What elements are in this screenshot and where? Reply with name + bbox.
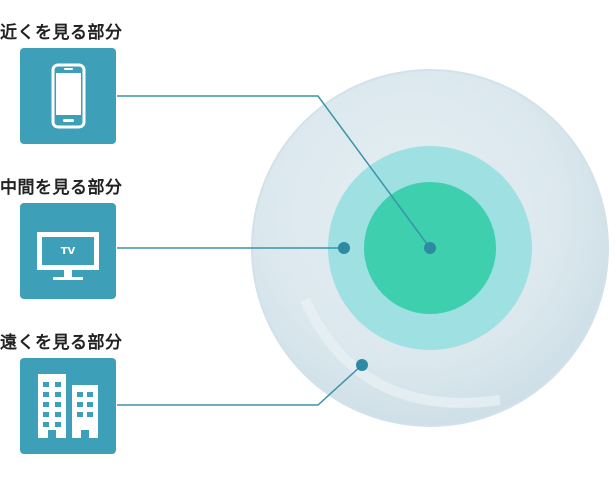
section-middle-label: 中間を見る部分 <box>0 178 123 198</box>
connector-far-dot <box>356 359 368 371</box>
connector-middle-dot <box>338 242 350 254</box>
connector-near <box>117 95 431 249</box>
tv-icon: TV <box>37 232 99 280</box>
section-middle-tile: TV <box>20 203 116 299</box>
lens-highlight <box>300 297 501 408</box>
section-far-label: 遠くを見る部分 <box>0 333 123 353</box>
connector-far <box>117 364 363 406</box>
tv-icon-text: TV <box>61 246 76 257</box>
buildings-icon <box>38 374 98 438</box>
section-near-label: 近くを見る部分 <box>0 23 123 43</box>
smartphone-icon <box>51 63 86 129</box>
section-near-tile <box>20 48 116 144</box>
section-far-tile <box>20 358 116 454</box>
connector-near-dot <box>424 242 436 254</box>
